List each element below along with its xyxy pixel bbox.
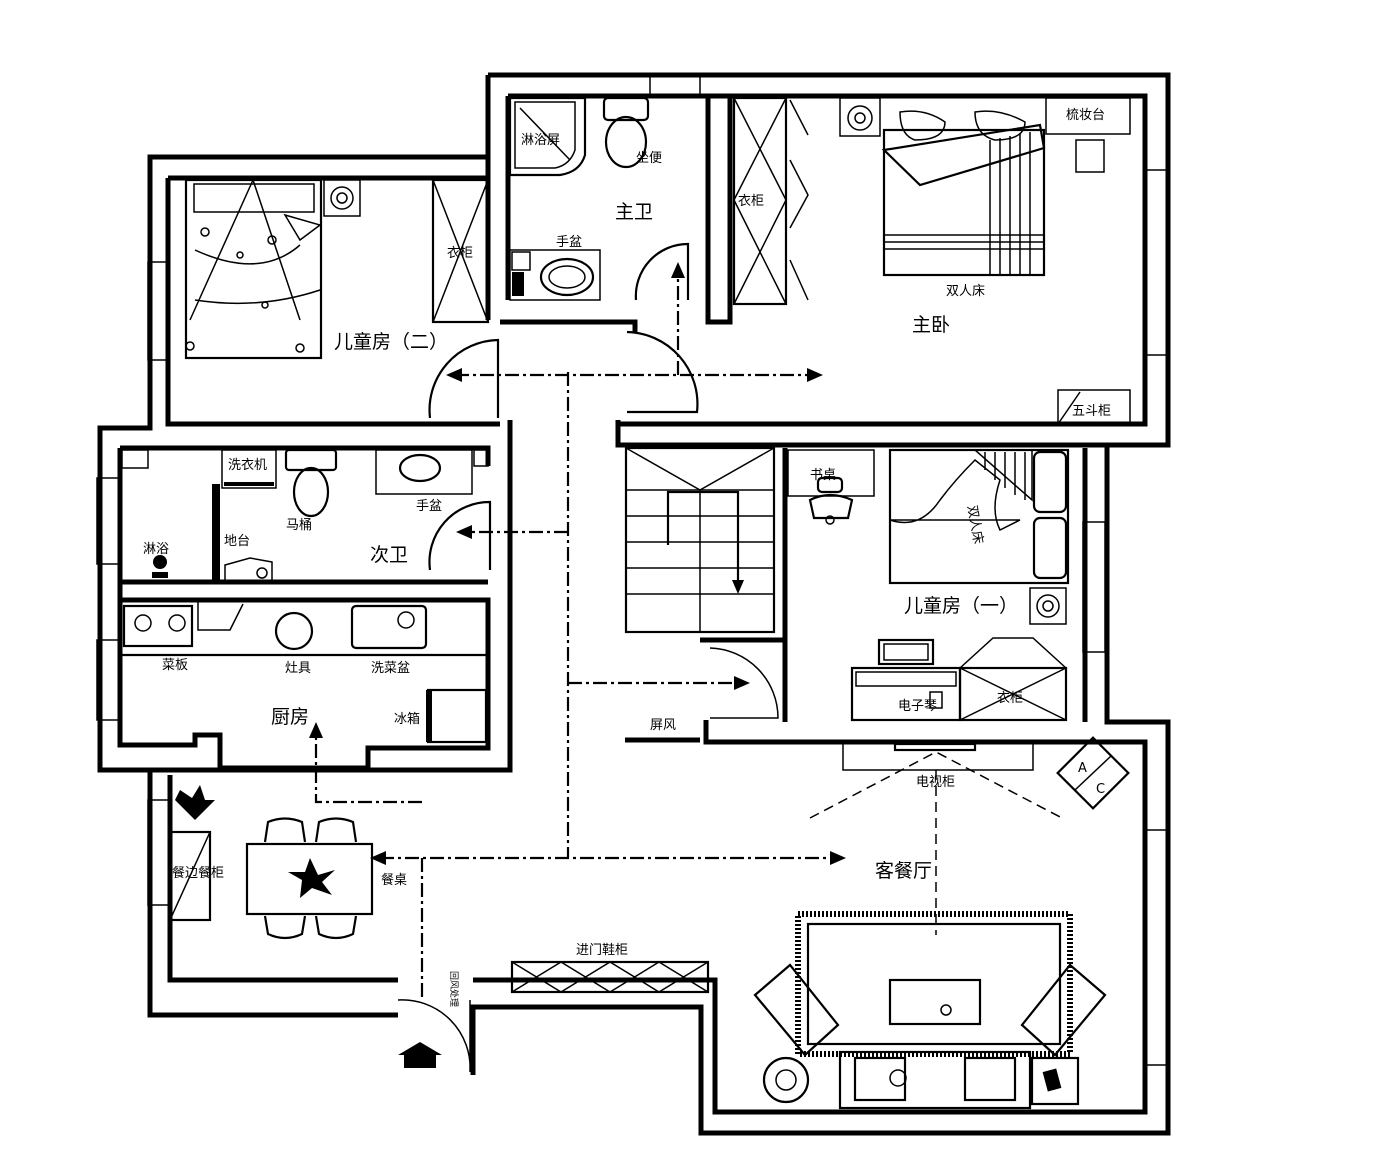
label-chest-five: 五斗柜 — [1072, 404, 1111, 419]
label-sink: 洗菜盆 — [371, 661, 410, 676]
second-bath-furniture — [121, 448, 489, 583]
label-master-bath: 主卫 — [615, 201, 653, 223]
label-basin-second: 手盆 — [416, 499, 442, 514]
label-electronic-piano: 电子琴 — [898, 699, 937, 714]
label-double-bed-master: 双人床 — [946, 284, 985, 299]
master-bath-furniture — [508, 96, 650, 301]
label-fridge: 冰箱 — [394, 711, 420, 727]
label-tv-cabinet: 电视柜 — [916, 775, 955, 790]
label-master-bedroom: 主卧 — [912, 314, 950, 336]
label-washer: 洗衣机 — [228, 457, 267, 473]
living-furniture — [753, 736, 1130, 1110]
label-child-room-2: 儿童房（二） — [334, 331, 448, 353]
label-child-room-1: 儿童房（一） — [904, 595, 1018, 617]
label-shower: 淋浴 — [143, 542, 169, 557]
child-room-1-furniture — [787, 448, 1070, 722]
label-screen: 屏风 — [650, 718, 676, 733]
master-bedroom-furniture — [732, 96, 1131, 425]
label-ac-c: C — [1096, 782, 1105, 797]
label-basin-master: 手盆 — [556, 235, 582, 250]
stairs — [624, 446, 776, 634]
room-labels: 儿童房（二） 主卫 主卧 次卫 儿童房（一） 厨房 客餐厅 — [271, 201, 1018, 882]
entrance-icon — [398, 1042, 442, 1068]
label-living-dining: 客餐厅 — [875, 860, 932, 882]
label-shoe-cabinet: 进门鞋柜 — [576, 942, 628, 958]
outer-walls — [97, 72, 1171, 1136]
label-dressing-table: 梳妆台 — [1066, 108, 1105, 123]
label-ac-a: A — [1078, 761, 1087, 776]
label-cutting-board: 菜板 — [162, 658, 188, 673]
kitchen-furniture — [120, 602, 488, 744]
circulation-arrows — [309, 262, 846, 1000]
label-sideboard: 餐边餐柜 — [172, 865, 224, 881]
label-wardrobe-child1: 衣柜 — [997, 690, 1023, 706]
shoe-cabinet — [510, 960, 710, 994]
label-wardrobe-child2: 衣柜 — [447, 245, 473, 261]
furniture-labels: 淋浴屏 坐便 手盆 衣柜 梳妆台 双人床 五斗柜 衣柜 洗衣机 马桶 手盆 淋浴… — [143, 108, 1111, 1007]
child-room-2-furniture — [184, 178, 490, 360]
label-toilet-master: 坐便 — [636, 151, 662, 166]
label-toilet-second: 马桶 — [286, 518, 312, 533]
label-second-bath: 次卫 — [370, 544, 408, 566]
doors — [397, 242, 779, 1073]
label-entry-note: 回风处理 — [448, 971, 460, 1007]
windows — [96, 74, 1168, 1066]
label-stove: 灶具 — [285, 661, 311, 676]
label-shower-screen: 淋浴屏 — [521, 133, 560, 148]
label-kitchen: 厨房 — [271, 706, 309, 728]
label-dining-table: 餐桌 — [381, 872, 407, 888]
dining-furniture — [168, 785, 374, 940]
label-desk: 书桌 — [810, 468, 836, 483]
label-double-bed-child1: 双人床 — [964, 504, 986, 545]
label-wardrobe-master: 衣柜 — [738, 193, 764, 209]
label-floor-drain: 地台 — [224, 534, 250, 549]
